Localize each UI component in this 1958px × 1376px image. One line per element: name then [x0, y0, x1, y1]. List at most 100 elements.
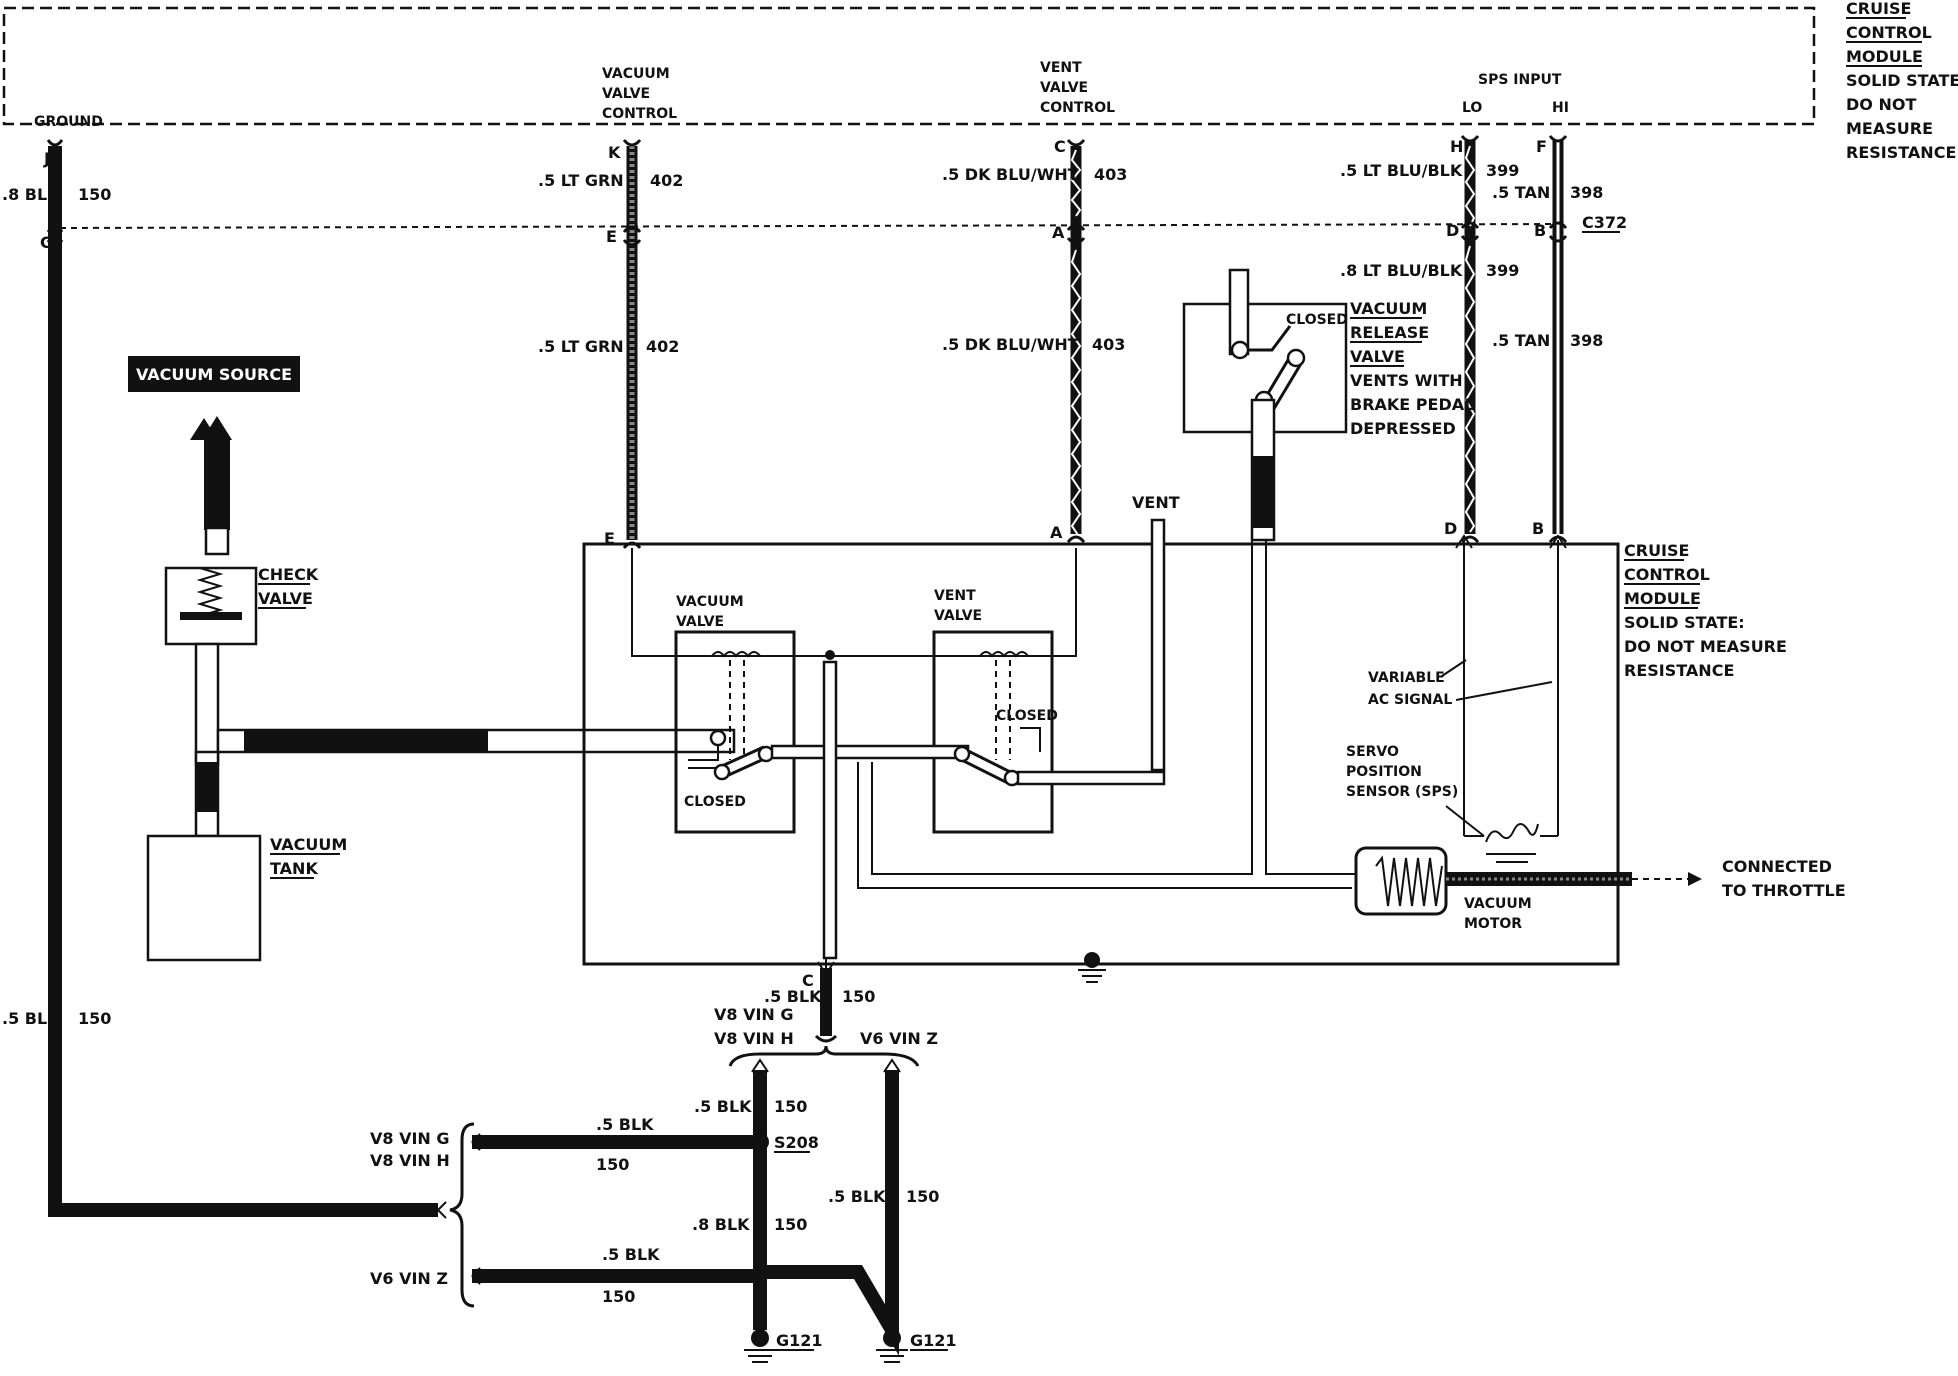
release-closed-label: CLOSED	[1286, 312, 1348, 328]
vacuum-valve-coil-icon	[711, 651, 761, 658]
splice-top-circuit: 150	[774, 1097, 807, 1116]
vacuum-valve-body	[674, 630, 796, 834]
vacuum-valve-label-1: VACUUM	[676, 594, 744, 610]
vent-lower-color: .5 DK BLU/WHT	[942, 335, 1079, 354]
module-body-title-2: CONTROL	[1624, 565, 1710, 584]
vacuum-valve-control-2: VALVE	[602, 86, 650, 102]
vent-valve-label-1: VENT	[934, 588, 976, 604]
pin-h: H	[1450, 137, 1463, 156]
ground-upper-circuit: 150	[78, 185, 111, 204]
release-note-3: DEPRESSED	[1350, 419, 1456, 438]
vent-valve-closed: CLOSED	[996, 708, 1058, 724]
vacuum-release-valve: CLOSED VACUUM RELEASE VALVE VENTS WITH B…	[1182, 268, 1474, 542]
module-note-1: SOLID STATE:	[1846, 71, 1958, 90]
module-body-title-1: CRUISE	[1624, 541, 1689, 560]
check-valve-label-2: VALVE	[258, 589, 313, 608]
vacuum-valve-wire: .5 LT GRN 402 .5 LT GRN 402	[538, 139, 683, 549]
connector-pin-b: B	[1534, 221, 1546, 240]
vacuum-valve-closed: CLOSED	[684, 794, 746, 810]
lo-lower-circuit: 399	[1486, 261, 1519, 280]
ground-wire: .8 BLK 150 .5 BLK 150	[2, 139, 438, 1217]
module-body-outline	[582, 542, 1620, 966]
vacuum-tank-label-2: TANK	[270, 859, 318, 878]
vacuum-upper-circuit: 402	[650, 171, 683, 190]
release-note-2: BRAKE PEDAL	[1350, 395, 1474, 414]
vacuum-tank-body	[146, 834, 262, 962]
vent-lower-circuit: 403	[1092, 335, 1125, 354]
vacuum-upper-color: .5 LT GRN	[538, 171, 624, 190]
check-valve-body	[164, 566, 258, 646]
vent-upper-circuit: 403	[1094, 165, 1127, 184]
connector-c372-line	[59, 223, 1561, 229]
vacuum-valve-control-3: CONTROL	[602, 106, 677, 122]
module-body-note-2: DO NOT MEASURE	[1624, 637, 1787, 656]
vent-label: VENT	[1132, 493, 1180, 512]
module-pin-e: E	[604, 529, 615, 548]
vent-upper-color: .5 DK BLU/WHT	[942, 165, 1079, 184]
vacuum-source-arrow-icon	[202, 416, 232, 440]
vent-valve-control-1: VENT	[1040, 60, 1082, 76]
ground-lower-circuit: 150	[78, 1009, 111, 1028]
module-body: E A D B VENT CRUISE CONTROL MODULE SOLID…	[582, 493, 1846, 983]
lower-harness: C .5 BLK 150 V8 VIN G V8 VIN H V6 VIN Z …	[370, 961, 957, 1363]
splice-top-color: .5 BLK	[694, 1097, 752, 1116]
variable-ac-1: VARIABLE	[1368, 670, 1445, 686]
module-pin-a: A	[1050, 523, 1063, 542]
ground-upper-color: .8 BLK	[2, 185, 60, 204]
vent-valve-wire: .5 DK BLU/WHT 403 .5 DK BLU/WHT 403	[942, 139, 1127, 547]
vent-valve-coil-icon	[979, 651, 1029, 658]
lo-upper-color: .5 LT BLU/BLK	[1340, 161, 1463, 180]
ground-label: GROUND	[34, 114, 103, 130]
vent-valve-label-2: VALVE	[934, 608, 982, 624]
pin-k: K	[608, 143, 621, 162]
vent-valve-body	[932, 630, 1054, 834]
module-title-3: MODULE	[1846, 47, 1923, 66]
connector-pin-d: D	[1446, 221, 1459, 240]
lower-wire-c-color: .5 BLK	[764, 987, 822, 1006]
vacuum-motor-spring-icon	[1375, 855, 1443, 907]
lower-pin-c: C	[802, 971, 814, 990]
throttle-arrow-icon	[1688, 872, 1702, 886]
sps-input-label: SPS INPUT	[1478, 72, 1562, 88]
vacuum-source-label: VACUUM SOURCE	[136, 365, 292, 384]
module-note-4: RESISTANCE	[1846, 143, 1956, 162]
connector-pin-a: A	[1052, 223, 1065, 242]
junction-dot	[825, 650, 835, 660]
hi-lower-color: .5 TAN	[1492, 331, 1550, 350]
hi-lower-circuit: 398	[1570, 331, 1603, 350]
hi-upper-color: .5 TAN	[1492, 183, 1550, 202]
vent-valve-control-2: VALVE	[1040, 80, 1088, 96]
variable-ac-2: AC SIGNAL	[1368, 692, 1452, 708]
right-branch-circuit: 150	[906, 1187, 939, 1206]
vacuum-source-box	[128, 356, 300, 392]
vacuum-valve-label-2: VALVE	[676, 614, 724, 630]
hi-label: HI	[1552, 100, 1569, 116]
vacuum-motor-label-2: MOTOR	[1464, 916, 1522, 932]
lower-v6-vin-z: V6 VIN Z	[860, 1029, 938, 1048]
splice-bottom-color: .8 BLK	[692, 1215, 750, 1234]
connected-label-2: TO THROTTLE	[1722, 881, 1846, 900]
sps-label-3: SENSOR (SPS)	[1346, 784, 1458, 800]
pin-j: J	[43, 149, 50, 168]
g121-right-label: G121	[910, 1331, 957, 1350]
sps-lo-wire: .5 LT BLU/BLK 399 .8 LT BLU/BLK 399	[1340, 135, 1519, 543]
vent-valve-control-3: CONTROL	[1040, 100, 1115, 116]
module-note-2: DO NOT	[1846, 95, 1916, 114]
module-pin-d: D	[1444, 519, 1457, 538]
vacuum-motor-label-1: VACUUM	[1464, 896, 1532, 912]
ground-g121-right-icon	[876, 1329, 908, 1363]
branch-v6-color: .5 BLK	[602, 1245, 660, 1264]
sps-hi-wire: .5 TAN 398 .5 TAN 398	[1492, 135, 1603, 543]
module-header: CRUISE CONTROL MODULE SOLID STATE: DO NO…	[2, 0, 1958, 162]
lower-v8-vin-g: V8 VIN G	[714, 1005, 794, 1024]
module-body-note-3: RESISTANCE	[1624, 661, 1734, 680]
branch-v8-color: .5 BLK	[596, 1115, 654, 1134]
release-title-3: VALVE	[1350, 347, 1405, 366]
lo-label: LO	[1462, 100, 1482, 116]
module-dashed-outline	[2, 6, 1816, 126]
release-title-2: RELEASE	[1350, 323, 1429, 342]
vacuum-lower-color: .5 LT GRN	[538, 337, 624, 356]
left-v6-vin-z: V6 VIN Z	[370, 1269, 448, 1288]
left-v8-vin-g: V8 VIN G	[370, 1129, 450, 1148]
